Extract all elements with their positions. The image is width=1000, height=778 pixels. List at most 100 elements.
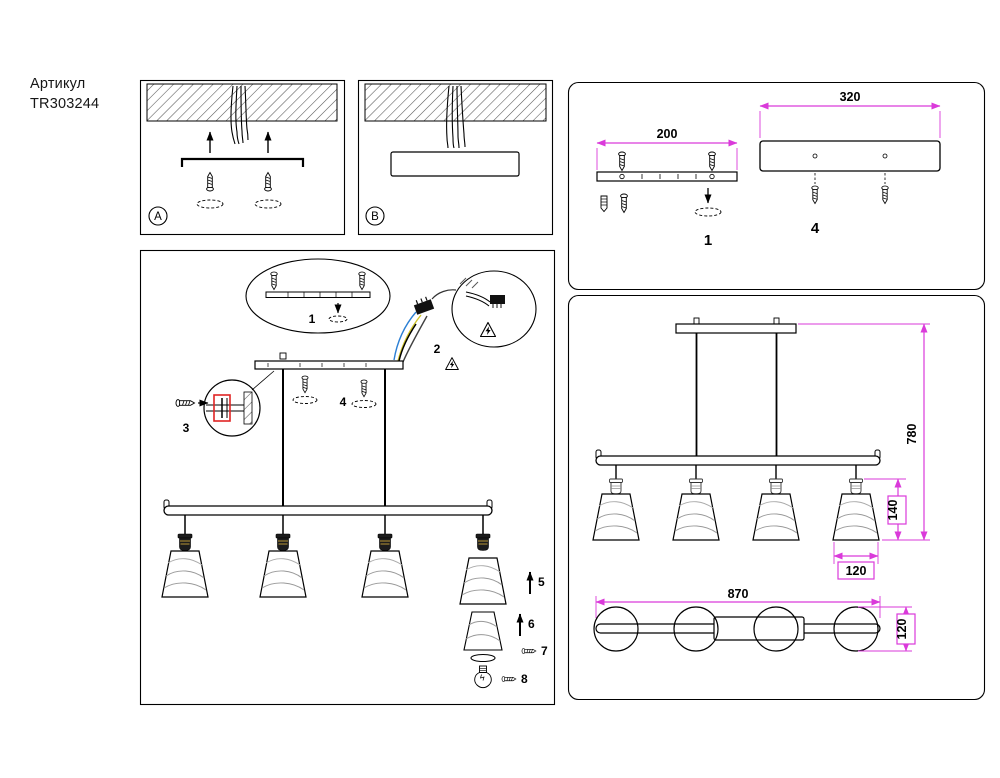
step-2-label: 2 <box>434 342 441 356</box>
supply-cable-icon <box>398 323 417 362</box>
terminal-pins <box>492 304 502 308</box>
dimension-panel: 780 140 120 870 <box>567 294 986 701</box>
shade-plan-circle <box>753 606 799 652</box>
article-block: Артикул TR303244 <box>30 74 99 115</box>
detail-oval <box>451 270 537 348</box>
rod-stud <box>279 352 287 360</box>
mounting-bar-assembly: 4 <box>254 323 417 508</box>
canopy-hole <box>812 153 818 159</box>
bracket-hole <box>709 173 715 180</box>
lamp-unit <box>161 515 209 598</box>
total-height-value: 780 <box>905 424 919 445</box>
canopy-figure: 320 4 <box>759 90 941 237</box>
bracket-figure: 200 1 <box>596 127 738 249</box>
rod-stud <box>693 317 700 325</box>
rod-stud <box>773 317 780 325</box>
wire-yellow-icon <box>397 314 422 362</box>
hardware-panel: 200 1 320 <box>567 81 986 291</box>
total-width-value: 870 <box>728 587 749 601</box>
exploded-lamp-unit: 5 6 7 8 <box>459 515 548 689</box>
lamp-socket <box>609 478 623 495</box>
lamp-unit <box>832 465 880 541</box>
wires-icon <box>230 85 249 145</box>
leader-line <box>251 370 275 391</box>
canopy-front <box>390 151 520 177</box>
step-4-label: 4 <box>340 395 347 409</box>
panel-a: A <box>139 79 346 236</box>
bracket-slots <box>641 174 697 179</box>
step-3-label: 3 <box>183 421 190 435</box>
hole-position-ellipse <box>328 315 348 323</box>
bracket-hole <box>619 173 625 180</box>
lamp-socket <box>769 478 783 495</box>
dimension-label-box <box>896 613 916 645</box>
bracket-width-value: 200 <box>657 127 678 141</box>
wire-icon <box>465 295 490 307</box>
ceiling-plate <box>675 323 797 334</box>
lamp-unit <box>672 465 720 541</box>
shade-plan-circle <box>593 606 639 652</box>
mounting-bracket <box>596 171 738 182</box>
lamp-socket <box>689 478 703 495</box>
shade-height-value: 140 <box>886 500 900 521</box>
hole-position-ellipse <box>196 199 224 209</box>
lamp-unit <box>259 515 307 598</box>
wires-icon <box>446 85 466 149</box>
bracket-profile <box>180 157 305 167</box>
hardware-panel-border <box>567 81 986 291</box>
step-b-label: B <box>371 211 379 223</box>
lamp-socket <box>275 533 291 551</box>
front-view: 780 140 120 <box>592 317 930 580</box>
shade-diameter-value: 120 <box>895 619 909 640</box>
ceiling-canopy <box>759 140 941 172</box>
step-a-label: A <box>154 211 162 223</box>
hole-position-ellipse <box>254 199 282 209</box>
mounting-bracket-mini <box>265 291 371 298</box>
wire-blue-icon <box>393 311 417 361</box>
wire-icon <box>431 289 457 300</box>
fixture-tube <box>595 455 881 466</box>
bracket-slots <box>287 292 353 298</box>
lamp-unit <box>752 465 800 541</box>
lamp-unit <box>592 465 640 541</box>
lamp-socket <box>849 478 863 495</box>
fixture-body: 5 6 7 8 <box>161 499 548 689</box>
article-label: Артикул <box>30 76 86 92</box>
lamp-socket <box>177 533 193 551</box>
dimension-label-box <box>887 495 907 525</box>
hole-position-ellipse <box>694 207 722 217</box>
wall-anchor-icon <box>600 195 608 212</box>
step-7-label: 7 <box>541 644 548 658</box>
plan-view: 870 120 <box>593 587 916 652</box>
terminal-block-icon <box>490 295 505 304</box>
bracket-slots <box>267 363 367 367</box>
assembly-panel: 1 <box>139 249 556 706</box>
bracket-detail-oval: 1 <box>245 258 391 334</box>
shade-plan-circle <box>673 606 719 652</box>
canopy-plan <box>713 616 805 641</box>
hole-position-ellipse <box>351 400 377 408</box>
shade-width-value: 120 <box>846 564 867 578</box>
terminal-block-icon <box>413 296 435 315</box>
highlight-box <box>213 394 231 422</box>
step-5-label: 5 <box>538 575 545 589</box>
wire-dark-icon <box>402 315 428 363</box>
canopy-hole <box>882 153 888 159</box>
article-number: TR303244 <box>30 96 100 113</box>
ceiling-section-icon <box>146 83 338 122</box>
shade-plan-circle <box>833 606 879 652</box>
lamp-socket <box>475 533 491 551</box>
ceiling-section-icon <box>364 83 547 122</box>
wiring-detail-oval <box>451 270 537 348</box>
ceiling-hatch-mini <box>459 277 479 289</box>
wiring-step: 2 <box>393 289 459 370</box>
dimension-label-box <box>837 561 875 580</box>
canopy-width-value: 320 <box>840 90 861 104</box>
lamp-socket <box>377 533 393 551</box>
wire-icon <box>465 291 491 303</box>
step-b-badge <box>365 206 385 226</box>
bracket-qty-label: 1 <box>704 232 712 249</box>
retaining-ring <box>470 653 496 663</box>
